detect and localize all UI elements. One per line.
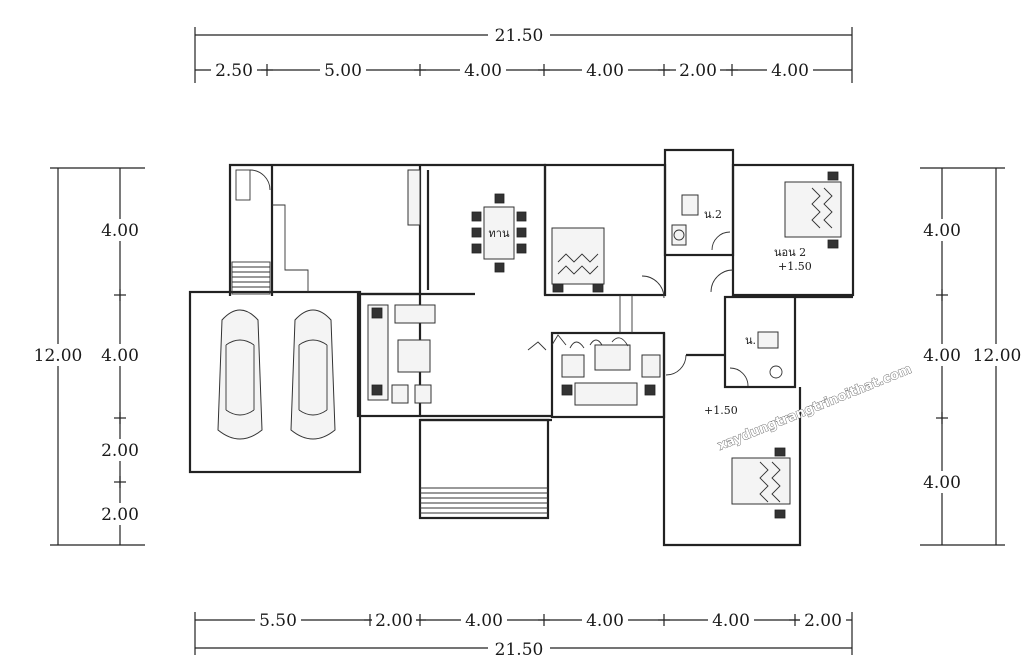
building-walls [188, 148, 855, 547]
bed-2: นอน 2 +1.50 [774, 171, 842, 273]
bed-3 [731, 447, 791, 519]
bath-1-label: น.2 [704, 208, 722, 221]
bath-1-fixtures: น.2 [671, 194, 731, 251]
car-right [290, 309, 336, 440]
decor-marks [527, 334, 629, 351]
watermark: xaydungtrangtrinoithat.com [716, 362, 914, 454]
top-dimensions: 21.50 2.50 5.00 4.00 4.00 2.00 4.00 [194, 24, 853, 83]
bottom-dimension-2: 2.00 [375, 611, 413, 631]
bottom-dimension-4: 4.00 [586, 611, 624, 631]
left-total-dimension: 12.00 [34, 346, 83, 366]
top-dimension-5: 2.00 [679, 61, 717, 81]
top-total-dimension: 21.50 [495, 26, 544, 46]
right-dimension-3: 4.00 [923, 473, 961, 493]
living-sofa-set [367, 304, 436, 404]
top-dimension-6: 4.00 [771, 61, 809, 81]
bottom-dimension-6: 2.00 [804, 611, 842, 631]
right-dimension-1: 4.00 [923, 221, 961, 241]
kitchen-counter [407, 169, 430, 290]
bottom-dimension-1: 5.50 [259, 611, 297, 631]
family-sofa-set [561, 344, 661, 406]
left-dimension-4: 2.00 [101, 505, 139, 525]
bath-2-label: น. [745, 334, 756, 347]
top-dimension-4: 4.00 [586, 61, 624, 81]
bottom-dimensions: 5.50 2.00 4.00 4.00 4.00 2.00 21.50 [194, 610, 853, 660]
bed-1 [551, 227, 605, 293]
right-dimension-2: 4.00 [923, 346, 961, 366]
left-dimension-3: 2.00 [101, 441, 139, 461]
top-dimension-1: 2.50 [215, 61, 253, 81]
dining-table: ทาน [471, 193, 527, 273]
bedroom-2-level: +1.50 [778, 260, 812, 273]
right-total-dimension: 12.00 [973, 346, 1022, 366]
bottom-dimension-3: 4.00 [465, 611, 503, 631]
top-dimension-2: 5.00 [324, 61, 362, 81]
entrance-stairs [418, 418, 550, 520]
left-dimension-2: 4.00 [101, 346, 139, 366]
bedroom-2-label: นอน 2 [774, 246, 806, 259]
top-dimension-3: 4.00 [464, 61, 502, 81]
stairs-north [231, 169, 309, 295]
car-left [217, 309, 263, 440]
right-dimensions: 4.00 4.00 4.00 12.00 [920, 167, 1022, 546]
door-swings [619, 269, 734, 376]
hall-level: +1.50 [704, 404, 738, 417]
bath-2-fixtures: น. [729, 331, 783, 387]
bottom-total-dimension: 21.50 [495, 640, 544, 660]
left-dimensions: 12.00 4.00 4.00 2.00 2.00 [33, 167, 145, 546]
left-dimension-1: 4.00 [101, 221, 139, 241]
dining-label: ทาน [489, 227, 510, 240]
bottom-dimension-5: 4.00 [712, 611, 750, 631]
